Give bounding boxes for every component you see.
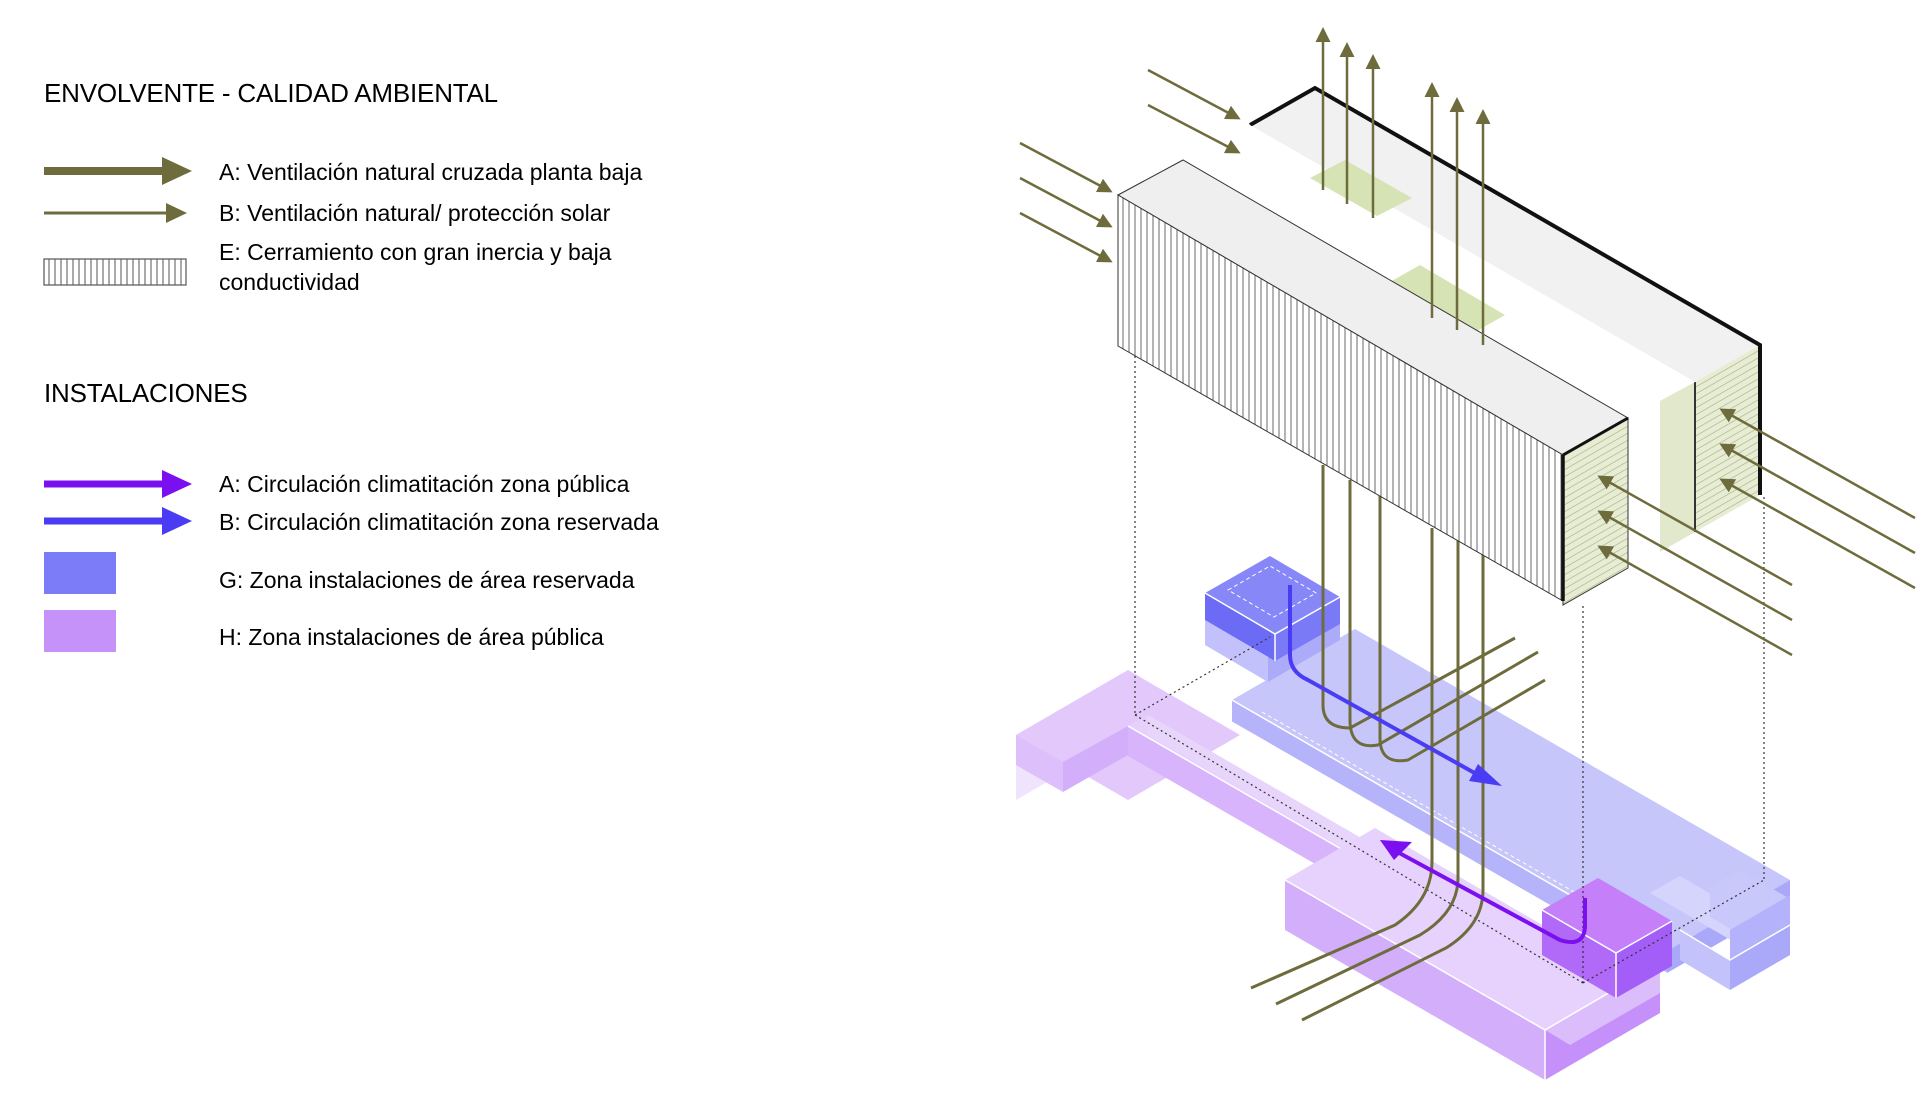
legend-label-b-circulacion: B: Circulación climatitación zona reserv… xyxy=(219,509,659,535)
projection-lines xyxy=(1134,346,1765,984)
circulation-reserved-arrow xyxy=(1288,585,1502,786)
legend-label-a-ventilacion: A: Ventilación natural cruzada planta ba… xyxy=(219,159,643,185)
skylight-1 xyxy=(1310,160,1412,216)
legend-heading-instalaciones: INSTALACIONES xyxy=(44,378,248,408)
building-back-block xyxy=(1249,85,1762,552)
zone-reserved-right-block xyxy=(1650,870,1791,990)
legend-label-a-circulacion: A: Circulación climatitación zona públic… xyxy=(219,471,630,497)
legend-label-e-cerramiento: E: Cerramiento con gran inercia y baja c… xyxy=(219,239,612,295)
ventilation-arrows-right xyxy=(1597,408,1916,657)
legend-label-b-ventilacion: B: Ventilación natural/ protección solar xyxy=(219,200,611,226)
legend-heading-envolvente: ENVOLVENTE - CALIDAD AMBIENTAL xyxy=(44,78,498,108)
skylight-2 xyxy=(1390,265,1505,332)
zone-public-bottom-block xyxy=(1284,828,1661,1080)
legend-label-h-zona: H: Zona instalaciones de área pública xyxy=(219,624,604,650)
ventilation-arrows-up xyxy=(1315,27,1491,345)
legend-label-g-zona: G: Zona instalaciones de área reservada xyxy=(219,567,635,593)
circulation-public-arrow xyxy=(1380,840,1587,945)
ventilation-arrows-left xyxy=(1019,68,1241,263)
duct-lines xyxy=(1250,465,1546,1022)
